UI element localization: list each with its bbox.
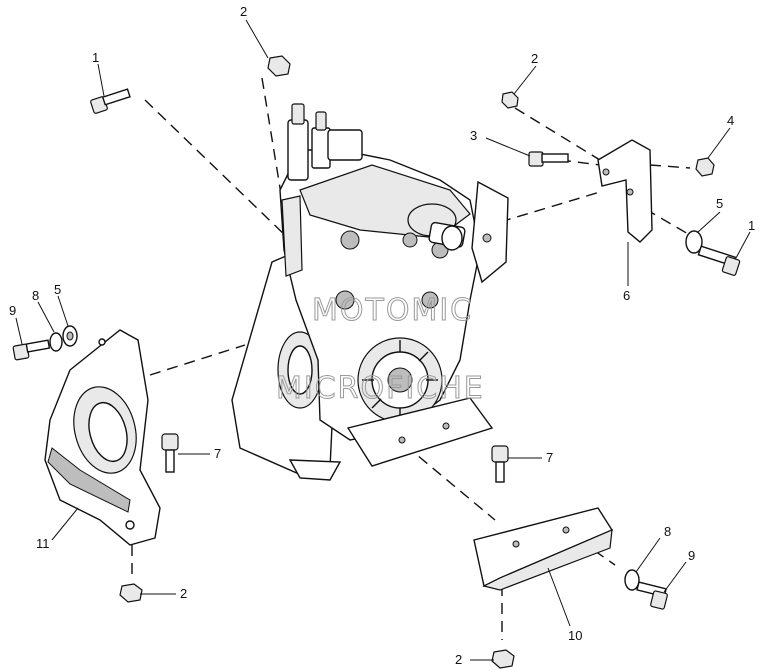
callout-2-top: 2 (240, 4, 247, 19)
callout-11: 11 (36, 536, 50, 551)
bolt-7-left (161, 433, 179, 473)
callout-7-right: 7 (546, 450, 553, 465)
callout-5-left: 5 (54, 282, 61, 297)
callout-4: 4 (727, 113, 734, 128)
callout-7-left: 7 (214, 446, 221, 461)
callout-numbers: 1 2 2 3 4 5 1 6 9 8 5 7 7 11 2 8 9 10 2 (9, 4, 755, 667)
callout-10: 10 (568, 628, 582, 643)
watermark-line1: MOTOMIC (312, 293, 473, 328)
nut-2-bottom-left (119, 583, 143, 603)
callout-5-right: 5 (716, 196, 723, 211)
bolt-7-right (491, 445, 509, 483)
callout-2-upper-right: 2 (531, 51, 538, 66)
bolt-1-right (685, 230, 741, 276)
nut-2-top (267, 55, 291, 77)
callout-leaders (15, 19, 751, 661)
watermark-line2: MICROFICHE (276, 371, 485, 406)
nut-4 (695, 157, 715, 177)
callout-2-bottom-left: 2 (180, 586, 187, 601)
bolt-3 (528, 151, 569, 167)
watermark: MOTOMIC MICROFICHE (276, 293, 485, 407)
callout-1-right: 1 (748, 218, 755, 233)
bolt-9-bottom-right (624, 569, 668, 610)
callout-8-right: 8 (664, 524, 671, 539)
callout-2-bottom: 2 (455, 652, 462, 667)
bolt-1-upper (90, 88, 131, 114)
callout-9-left: 9 (9, 303, 16, 318)
left-mount-bracket (44, 329, 161, 546)
nut-2-bottom (491, 649, 515, 669)
nut-2-right (501, 91, 519, 109)
callout-9-right: 9 (688, 548, 695, 563)
callout-6: 6 (623, 288, 630, 303)
callout-1-upper-left: 1 (92, 50, 99, 65)
gear-spokes (362, 340, 438, 420)
callout-8-left: 8 (32, 288, 39, 303)
right-bracket (597, 139, 653, 243)
callout-3: 3 (470, 128, 477, 143)
bolt-9-left (12, 325, 78, 361)
transmission-housing (231, 103, 509, 481)
bottom-plate (473, 507, 614, 591)
